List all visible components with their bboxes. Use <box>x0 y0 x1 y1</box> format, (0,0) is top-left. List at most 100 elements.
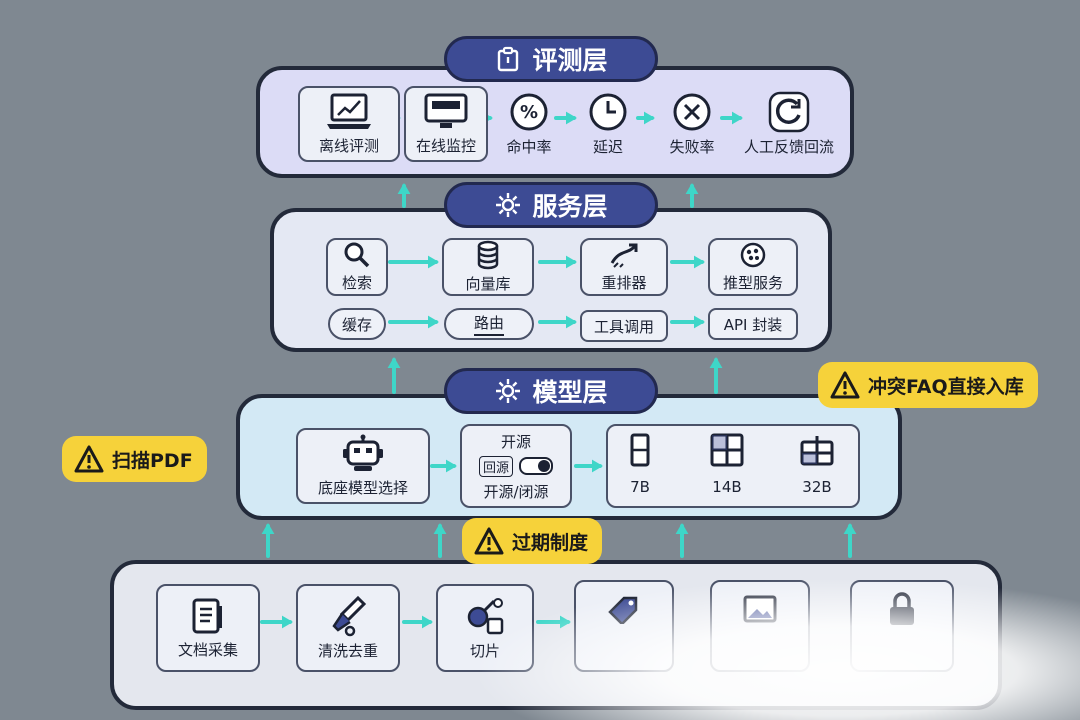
tool-call-chip: 工具调用 <box>580 310 668 342</box>
model-layer-title-text: 模型层 <box>532 378 608 407</box>
svg-text:%: % <box>520 102 538 123</box>
lock-icon <box>886 592 918 626</box>
toggle-knob <box>538 460 550 472</box>
database-icon <box>475 240 501 270</box>
tag-icon <box>606 594 642 624</box>
latency-card: 延迟 <box>578 86 638 162</box>
size-14b-label: 14B <box>712 478 742 496</box>
flow-arrow-right-head <box>694 315 705 329</box>
model-layer-title: 模型层 <box>444 368 658 414</box>
image-card <box>710 580 810 672</box>
block-1-icon <box>628 432 652 472</box>
access-control-card <box>850 580 954 672</box>
conflict-faq-warning: 冲突FAQ直接入库 <box>818 362 1038 408</box>
block-cube-icon <box>798 432 836 472</box>
flow-arrow-right-head <box>592 459 603 473</box>
source-toggle-switch[interactable] <box>519 457 553 475</box>
failure-rate-label: 失败率 <box>669 138 715 156</box>
size-7b-label: 7B <box>630 478 650 496</box>
source-toggle-row: 回源 <box>478 455 553 477</box>
clock-icon <box>587 91 629 133</box>
failure-rate-card: 失败率 <box>656 86 728 162</box>
source-toggle-label: 回源 <box>478 455 513 477</box>
scan-pdf-warning: 扫描PDF <box>62 436 207 482</box>
size-32b-label: 32B <box>802 478 832 496</box>
block-4-icon <box>709 432 745 472</box>
clipboard-icon <box>494 45 522 73</box>
warning-icon <box>830 371 860 399</box>
chunking-card: 切片 <box>436 584 534 672</box>
brush-icon <box>328 595 368 637</box>
robot-icon <box>340 434 386 474</box>
evaluation-layer-title-text: 评测层 <box>532 46 608 75</box>
clean-dedup-label: 清洗去重 <box>317 642 378 660</box>
flow-arrow-right-head <box>560 615 571 629</box>
flow-arrow-up-head <box>843 523 857 534</box>
scan-pdf-text: 扫描PDF <box>112 449 193 472</box>
size-7b: 7B <box>618 432 662 502</box>
service-layer-title-text: 服务层 <box>532 192 608 221</box>
doc-collect-label: 文档采集 <box>177 641 238 659</box>
warning-icon <box>474 527 504 555</box>
vector-db-card: 向量库 <box>442 238 534 296</box>
offline-eval-card: 离线评测 <box>298 86 400 162</box>
routing-chip: 路由 <box>444 308 534 340</box>
hit-rate-card: % 命中率 <box>496 86 562 162</box>
doc-collect-card: 文档采集 <box>156 584 260 672</box>
flow-arrow-right-head <box>566 255 577 269</box>
laptop-chart-icon <box>324 92 374 132</box>
source-bottom-label: 开源/闭源 <box>483 482 549 501</box>
x-circle-icon <box>671 91 713 133</box>
offline-eval-label: 离线评测 <box>318 137 379 155</box>
latency-label: 延迟 <box>592 138 623 156</box>
online-monitor-label: 在线监控 <box>415 137 476 155</box>
retrieval-label: 检索 <box>341 274 372 292</box>
api-wrapper-chip: API 封装 <box>708 308 798 340</box>
conflict-faq-text: 冲突FAQ直接入库 <box>868 375 1024 398</box>
cache-label: 缓存 <box>341 315 372 334</box>
source-type-card: 开源 回源 开源/闭源 <box>460 424 572 508</box>
document-icon <box>190 596 226 636</box>
base-model-label: 底座模型选择 <box>317 479 408 497</box>
flow-arrow-up-head <box>397 183 411 194</box>
refresh-icon <box>766 91 812 133</box>
cache-chip: 缓存 <box>328 308 386 340</box>
retrieval-card: 检索 <box>326 238 388 296</box>
brain-icon <box>739 241 767 269</box>
routing-label: 路由 <box>473 312 504 336</box>
clean-dedup-card: 清洗去重 <box>296 584 400 672</box>
flow-arrow-up-head <box>675 523 689 534</box>
size-14b: 14B <box>702 432 752 502</box>
tagging-card <box>574 580 674 672</box>
warning-icon <box>74 445 104 473</box>
flow-arrow-right-head <box>428 315 439 329</box>
flow-arrow-up-head <box>261 523 275 534</box>
flow-arrow-right-head <box>428 255 439 269</box>
trend-icon <box>608 241 640 269</box>
api-wrapper-label: API 封装 <box>723 315 783 334</box>
flow-arrow-right-head <box>694 255 705 269</box>
inference-service-card: 推型服务 <box>708 238 798 296</box>
human-feedback-card: 人工反馈回流 <box>742 86 836 162</box>
evaluation-layer-title: 评测层 <box>444 36 658 82</box>
human-feedback-label: 人工反馈回流 <box>743 138 834 156</box>
search-icon <box>342 241 372 269</box>
flow-arrow-right-head <box>282 615 293 629</box>
service-layer-title: 服务层 <box>444 182 658 228</box>
tool-call-label: 工具调用 <box>593 317 654 336</box>
source-top-label: 开源 <box>500 432 531 451</box>
flow-arrow-up-head <box>433 523 447 534</box>
base-model-card: 底座模型选择 <box>296 428 430 504</box>
flow-arrow-right-head <box>644 111 655 125</box>
expiry-warning: 过期制度 <box>462 518 603 564</box>
inference-service-label: 推型服务 <box>722 274 783 292</box>
percent-icon: % <box>508 91 550 133</box>
reranker-label: 重排器 <box>601 274 647 292</box>
gear-icon <box>494 377 522 405</box>
vector-db-label: 向量库 <box>465 275 511 293</box>
slice-icon <box>464 595 506 637</box>
flow-arrow-right-head <box>566 111 577 125</box>
gear-icon <box>494 191 522 219</box>
size-32b: 32B <box>792 432 842 502</box>
hit-rate-label: 命中率 <box>506 138 552 156</box>
